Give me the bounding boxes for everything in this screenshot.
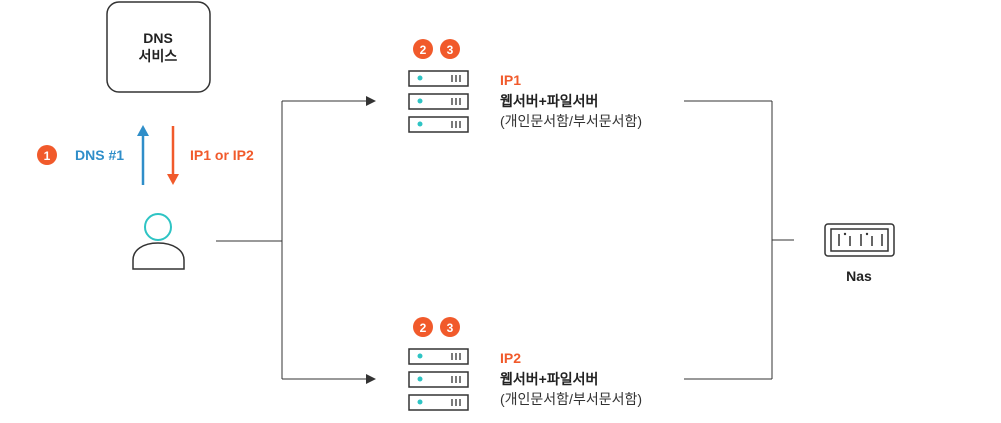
dns-service-box: DNS 서비스 [106, 1, 211, 93]
server-1-ip: IP1 [500, 72, 521, 88]
server-2-desc: (개인문서함/부서문서함) [500, 391, 642, 407]
arrow-down-icon [167, 126, 179, 185]
server-1-badges: 2 3 [413, 39, 460, 59]
server-nas-connectors [684, 100, 794, 380]
dns-answer-label: IP1 or IP2 [190, 147, 254, 163]
server-2-badges: 2 3 [413, 317, 460, 337]
server-2-ip: IP2 [500, 350, 521, 366]
server-1-role: 웹서버+파일서버 [500, 93, 598, 109]
nas-icon [824, 223, 895, 257]
server-1-desc: (개인문서함/부서문서함) [500, 113, 642, 129]
svg-text:3: 3 [447, 43, 454, 57]
user-icon [132, 213, 185, 270]
dns-box-title: DNS [143, 30, 173, 46]
server-rack-icon [408, 348, 469, 411]
nas-label: Nas [846, 268, 872, 284]
client-server-connectors [216, 96, 376, 384]
dns-box-subtitle: 서비스 [139, 48, 178, 64]
svg-text:2: 2 [420, 43, 427, 57]
dns-query-label: DNS #1 [75, 147, 124, 163]
svg-text:1: 1 [44, 149, 51, 163]
arrow-up-icon [137, 125, 149, 185]
server-2-role: 웹서버+파일서버 [500, 371, 598, 387]
server-rack-icon [408, 70, 469, 133]
step-1-badge: 1 [37, 145, 57, 165]
svg-text:2: 2 [420, 321, 427, 335]
svg-text:3: 3 [447, 321, 454, 335]
